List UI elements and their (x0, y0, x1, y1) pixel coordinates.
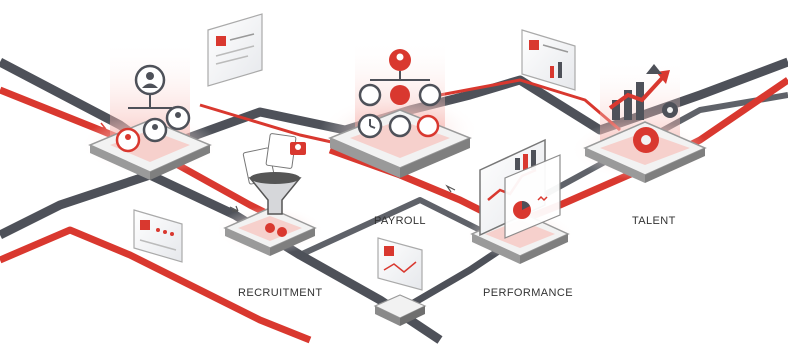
label-performance: PERFORMANCE (483, 287, 573, 299)
label-payroll: PAYROLL (374, 215, 426, 227)
red-road-bottom (0, 226, 312, 344)
profile-card-bottom (377, 237, 423, 291)
label-recruitment: RECRUITMENT (238, 287, 323, 299)
bottom-node-pad (373, 294, 427, 326)
profile-card-top-left (207, 13, 263, 87)
org-chart-clock-icon (357, 49, 442, 139)
growth-gear-icon (608, 64, 678, 153)
label-talent: TALENT (632, 215, 676, 227)
red-road-thin (199, 103, 346, 147)
document-funnel-icon (242, 133, 306, 237)
dark-road-spur (408, 247, 502, 309)
org-people-icon (115, 64, 191, 153)
dark-road-lower (0, 170, 443, 344)
profile-card-left (133, 209, 183, 263)
profile-card-top-right (521, 29, 576, 91)
profile-card-icon (133, 13, 576, 291)
analytics-dashboard-icon (479, 138, 561, 239)
